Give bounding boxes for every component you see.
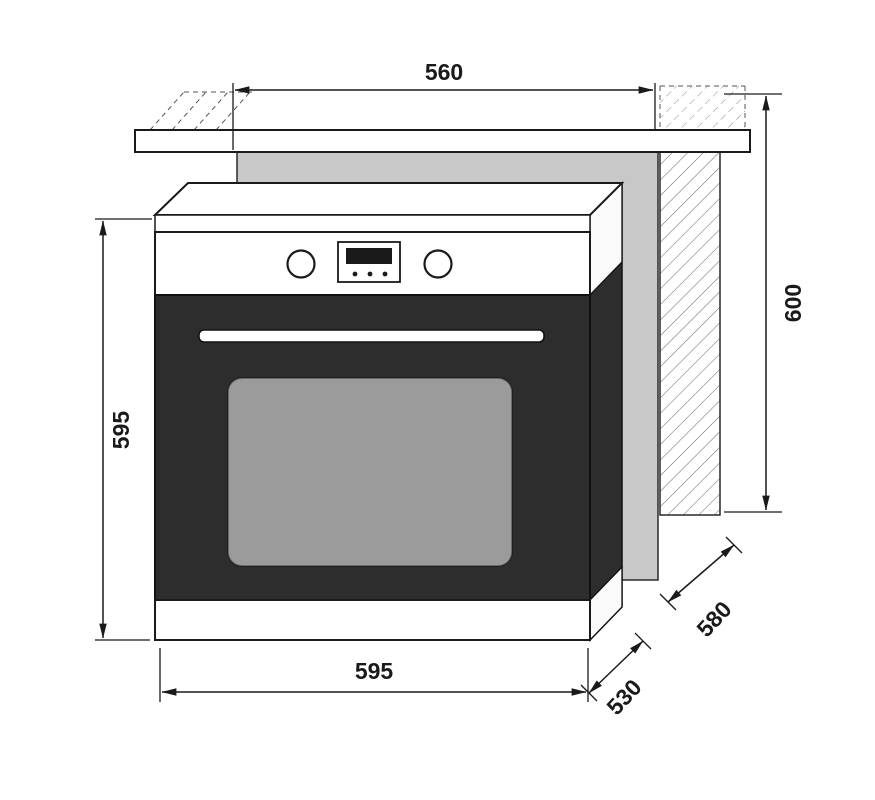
countertop bbox=[134, 129, 751, 153]
display-button-dot bbox=[367, 271, 373, 277]
dimension-left-height: 595 bbox=[95, 218, 152, 641]
dimension-bottom-width: 595 bbox=[159, 648, 589, 702]
dim-right-height-label: 600 bbox=[780, 284, 806, 322]
oven-knob-left bbox=[286, 249, 316, 279]
cutaway-hatch-right bbox=[659, 85, 746, 130]
dim-left-height-label: 595 bbox=[108, 411, 134, 450]
oven-display bbox=[337, 241, 401, 283]
oven-top-strip bbox=[154, 214, 591, 233]
dim-bottom-width-label: 595 bbox=[355, 658, 394, 684]
cutaway-hatch-left bbox=[149, 91, 252, 131]
dimension-depth: 530 bbox=[580, 632, 652, 720]
dimension-side-panel-depth: 580 bbox=[659, 536, 743, 642]
dim-top-width-label: 560 bbox=[425, 59, 463, 85]
dim-depth-label: 530 bbox=[601, 674, 646, 720]
dimension-right-height: 600 bbox=[724, 93, 806, 513]
oven-door-handle bbox=[198, 329, 545, 343]
dim-side-panel-depth-label: 580 bbox=[691, 596, 736, 642]
side-wall-panel bbox=[659, 151, 721, 516]
display-button-dot bbox=[382, 271, 388, 277]
oven-top-face bbox=[152, 182, 625, 216]
oven-door-window bbox=[227, 377, 513, 567]
oven-bottom-strip bbox=[154, 599, 591, 641]
oven-knob-right bbox=[423, 249, 453, 279]
display-button-dot bbox=[352, 271, 358, 277]
dimension-top-width: 560 bbox=[232, 59, 656, 150]
